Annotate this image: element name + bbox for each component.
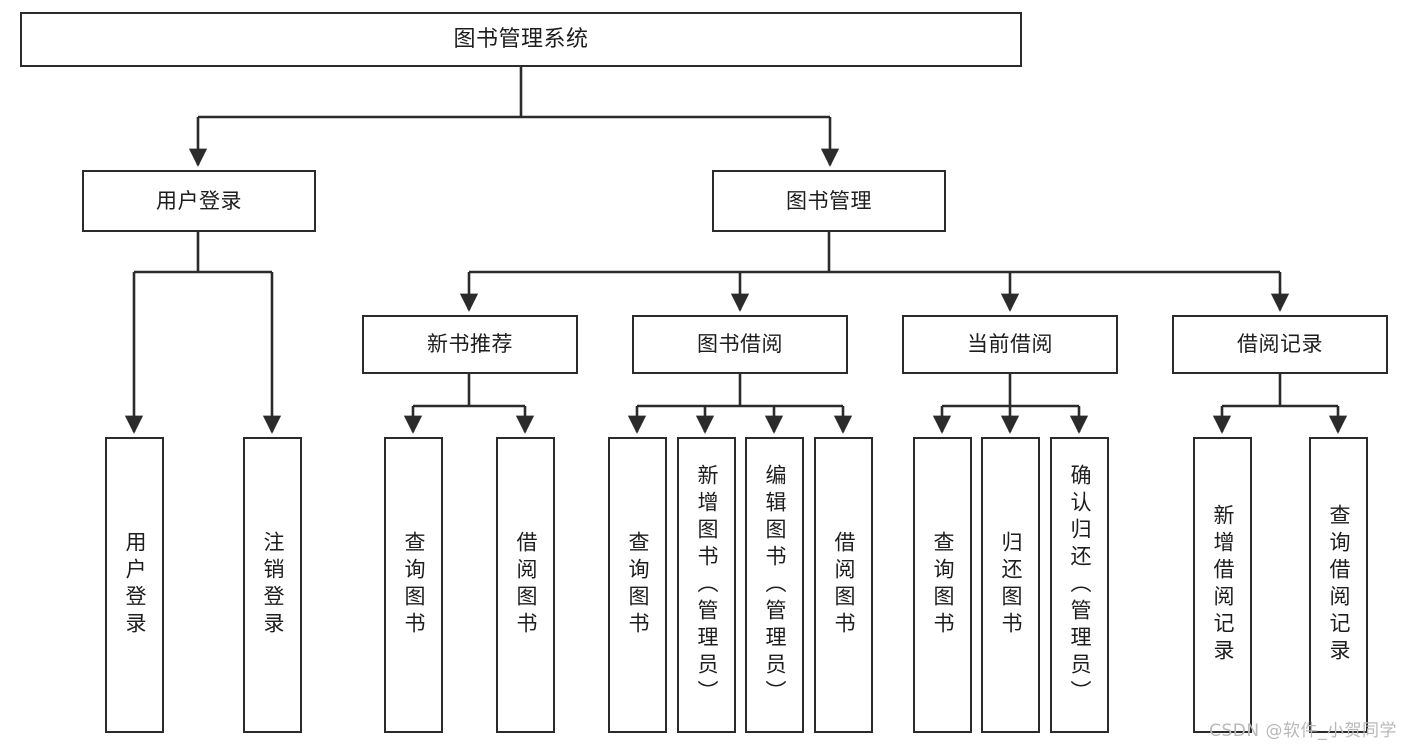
node-leaf-add-book[interactable]: 新增图书（管理员） xyxy=(677,437,736,733)
node-label: 图书管理系统 xyxy=(453,26,589,52)
node-book-management[interactable]: 图书管理 xyxy=(712,170,946,232)
node-label: 当前借阅 xyxy=(967,332,1053,357)
node-leaf-logout-login[interactable]: 注销登录 xyxy=(243,437,302,733)
node-label: 查询图书 xyxy=(626,531,650,639)
node-label: 查询图书 xyxy=(931,531,955,639)
node-leaf-query-record[interactable]: 查询借阅记录 xyxy=(1309,437,1368,733)
node-leaf-query-book-1[interactable]: 查询图书 xyxy=(384,437,443,733)
node-label: 查询借阅记录 xyxy=(1327,504,1351,666)
node-user-login[interactable]: 用户登录 xyxy=(82,170,316,232)
node-label: 图书管理 xyxy=(786,188,872,213)
node-leaf-confirm-return[interactable]: 确认归还（管理员） xyxy=(1050,437,1109,733)
node-label: 新增图书（管理员） xyxy=(695,463,719,707)
node-leaf-user-login[interactable]: 用户登录 xyxy=(105,437,164,733)
node-leaf-return-book[interactable]: 归还图书 xyxy=(981,437,1040,733)
csdn-watermark: CSDN @软件_小贺同学 xyxy=(1209,721,1397,741)
node-label: 借阅图书 xyxy=(832,531,856,639)
node-label: 用户登录 xyxy=(123,531,147,639)
node-leaf-query-book-2[interactable]: 查询图书 xyxy=(608,437,667,733)
node-label: 归还图书 xyxy=(999,531,1023,639)
node-label: 新书推荐 xyxy=(427,332,513,357)
node-book-borrow[interactable]: 图书借阅 xyxy=(632,315,848,374)
node-label: 借阅记录 xyxy=(1237,332,1323,357)
node-leaf-edit-book[interactable]: 编辑图书（管理员） xyxy=(745,437,804,733)
node-label: 图书借阅 xyxy=(697,332,783,357)
node-leaf-query-book-3[interactable]: 查询图书 xyxy=(913,437,972,733)
node-label: 确认归还（管理员） xyxy=(1068,463,1092,707)
node-leaf-add-record[interactable]: 新增借阅记录 xyxy=(1193,437,1252,733)
node-leaf-borrow-book-2[interactable]: 借阅图书 xyxy=(814,437,873,733)
node-label: 用户登录 xyxy=(156,188,242,213)
node-label: 注销登录 xyxy=(261,531,285,639)
node-label: 查询图书 xyxy=(402,531,426,639)
node-new-book-recommend[interactable]: 新书推荐 xyxy=(362,315,578,374)
node-borrow-record[interactable]: 借阅记录 xyxy=(1172,315,1388,374)
node-current-borrow[interactable]: 当前借阅 xyxy=(902,315,1118,374)
node-label: 新增借阅记录 xyxy=(1211,504,1235,666)
node-leaf-borrow-book-1[interactable]: 借阅图书 xyxy=(496,437,555,733)
node-root-system[interactable]: 图书管理系统 xyxy=(20,12,1022,67)
node-label: 借阅图书 xyxy=(514,531,538,639)
node-label: 编辑图书（管理员） xyxy=(763,463,787,707)
